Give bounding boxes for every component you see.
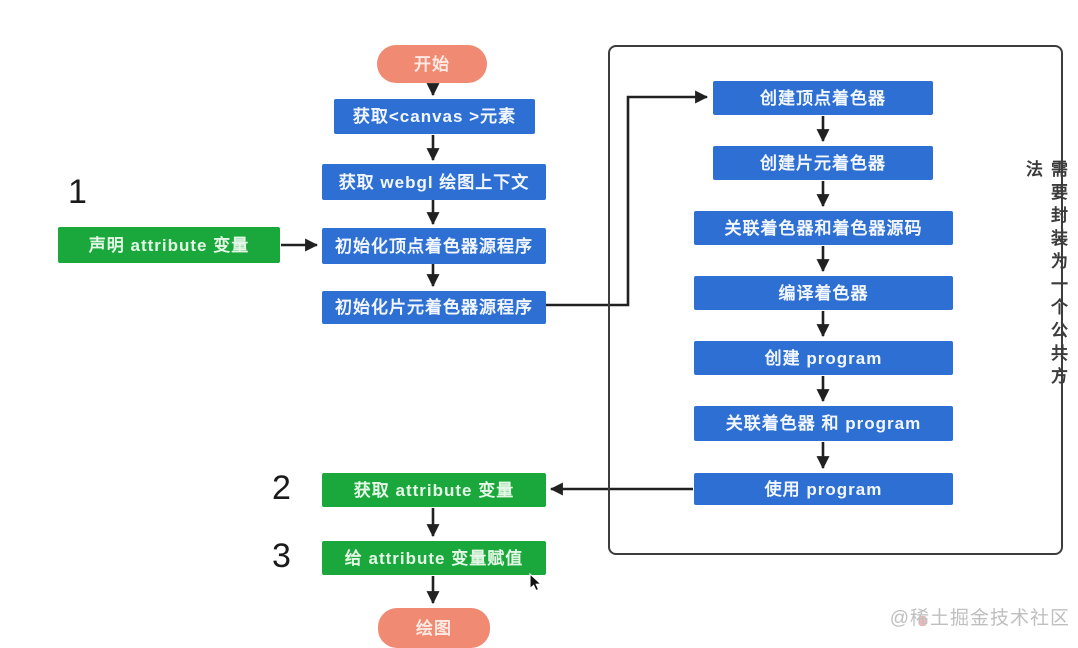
flow-node-attach-shader-source: 关联着色器和着色器源码 <box>694 211 953 245</box>
flow-node-create-program: 创建 program <box>694 341 953 375</box>
flow-node-init-fragment-source: 初始化片元着色器源程序 <box>322 291 546 324</box>
flow-node-create-vertex-shader: 创建顶点着色器 <box>713 81 933 115</box>
flow-node-get-context: 获取 webgl 绘图上下文 <box>322 164 546 200</box>
flow-node-draw: 绘图 <box>378 608 490 648</box>
flow-node-create-fragment-shader: 创建片元着色器 <box>713 146 933 180</box>
flow-node-attach-shader-program: 关联着色器 和 program <box>694 406 953 441</box>
group-note-vertical: 需要封装为一个公共方法 <box>1023 160 1067 390</box>
mouse-cursor-icon <box>529 573 543 592</box>
flow-node-declare-attribute: 声明 attribute 变量 <box>58 227 280 263</box>
flow-node-compile-shader: 编译着色器 <box>694 276 953 310</box>
flow-node-assign-attribute: 给 attribute 变量赋值 <box>322 541 546 575</box>
shader-setup-group-frame <box>608 45 1063 555</box>
step-number-2: 2 <box>272 469 291 507</box>
flow-node-get-canvas: 获取<canvas >元素 <box>334 99 535 134</box>
flow-node-init-vertex-source: 初始化顶点着色器源程序 <box>322 228 546 264</box>
watermark-text: @稀土掘金技术社区 <box>889 608 1070 629</box>
step-number-1: 1 <box>68 173 87 211</box>
flow-node-get-attribute: 获取 attribute 变量 <box>322 473 546 507</box>
flow-node-use-program: 使用 program <box>694 473 953 505</box>
flow-node-start: 开始 <box>377 45 487 83</box>
step-number-3: 3 <box>272 537 291 575</box>
watermark-logo-mark <box>919 616 926 626</box>
